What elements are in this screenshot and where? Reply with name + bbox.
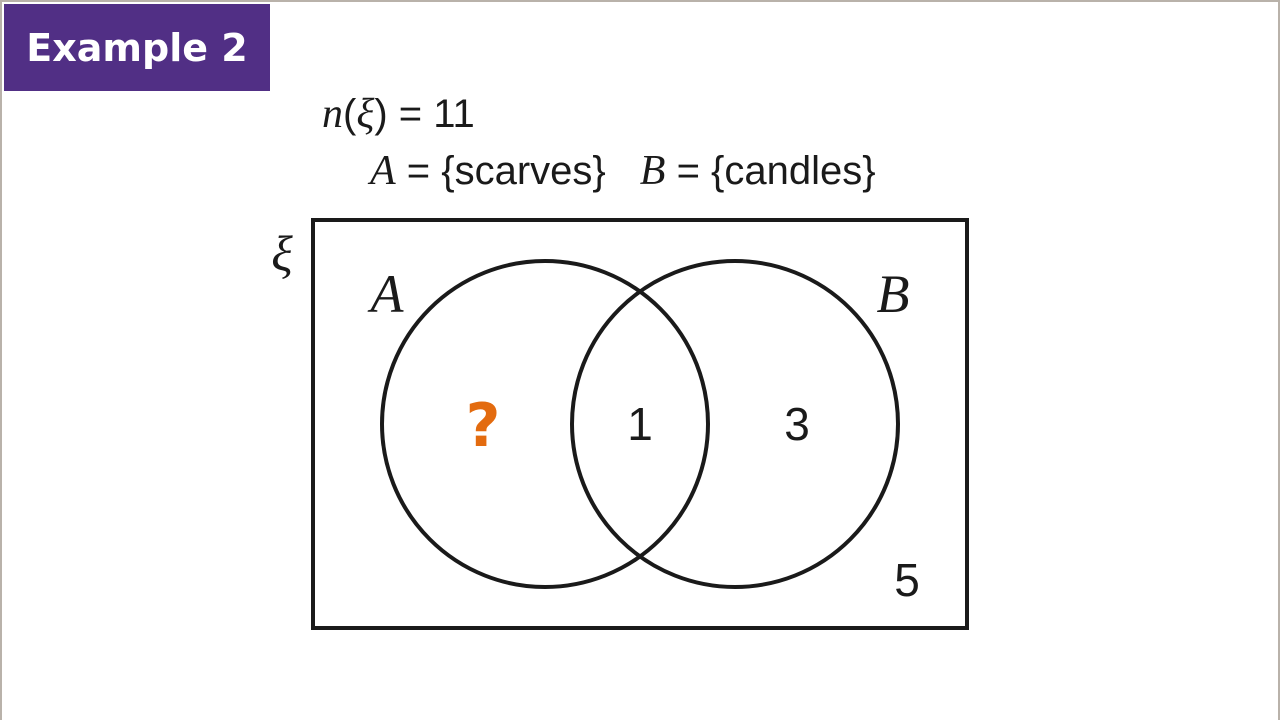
set-b-name: B	[639, 148, 666, 194]
set-a-circle	[380, 259, 710, 589]
universal-set-count: n(ξ) = 11	[322, 91, 475, 137]
universal-symbol-inline: ξ	[356, 91, 375, 137]
universal-set-rectangle	[311, 218, 969, 630]
set-definitions: A = {scarves} B = {candles}	[370, 147, 876, 195]
set-b-definition: = {candles}	[676, 149, 876, 193]
universal-set-label: ξ	[271, 225, 293, 281]
set-a-definition: = {scarves}	[406, 149, 606, 193]
region-a-only-value: ?	[466, 391, 501, 461]
count-function: n	[322, 91, 343, 137]
universal-count-value: = 11	[398, 92, 475, 136]
example-badge: Example 2	[4, 4, 270, 91]
set-b-circle	[570, 259, 900, 589]
example-badge-label: Example 2	[26, 25, 248, 70]
set-a-label: A	[368, 264, 405, 324]
region-b-only-value: 3	[784, 398, 810, 450]
region-outside-value: 5	[894, 554, 920, 606]
set-b-label: B	[877, 264, 910, 324]
set-a-name: A	[370, 148, 396, 194]
region-intersection-value: 1	[627, 398, 653, 450]
